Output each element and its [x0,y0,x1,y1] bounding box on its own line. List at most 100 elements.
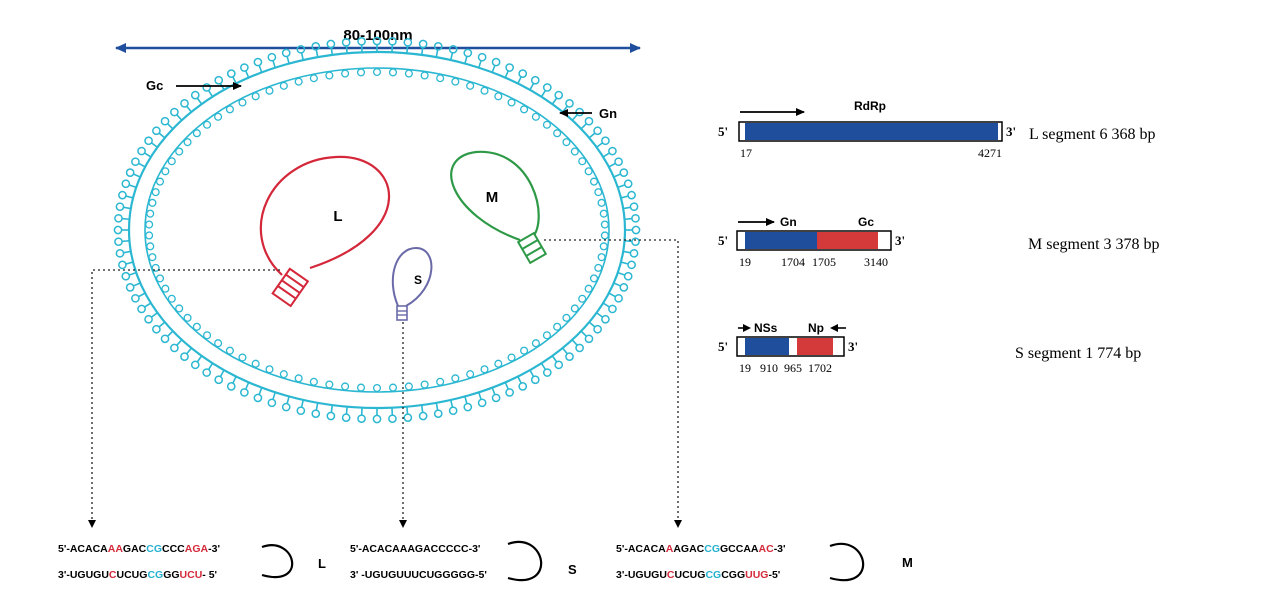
inner-membrane-loop [589,274,599,283]
inner-membrane-loop [145,220,154,229]
m-top-strand: 5'-ACACAAAGACCGGCCAAAC-3' [616,543,786,555]
inner-membrane-loop [325,380,334,389]
glycoprotein-spike-head [311,409,321,419]
inner-membrane-loop [531,339,540,348]
inner-membrane-loop [175,147,184,156]
glycoprotein-spike-head [505,63,514,72]
inner-membrane-loop [265,86,274,95]
l-rnp-loop: L [259,155,391,308]
glycoprotein-spike-head [518,69,528,78]
glycoprotein-spike-head [403,413,413,423]
glycoprotein-spike-head [125,283,135,292]
inner-membrane-loop [148,198,157,207]
glycoprotein-spike-head [226,382,236,391]
glycoprotein-spike-head [433,41,443,51]
inner-membrane-loop [148,253,157,262]
glycoprotein-spike-head [627,260,636,270]
glycoprotein-spike-head [448,406,458,416]
glycoprotein-spike-head [491,57,501,67]
inner-membrane-loop [203,331,212,340]
glycoprotein-spike-head [433,409,443,419]
glycoprotein-spike-head [584,116,594,126]
m-bottom-strand: 3'-UGUGUCUCUGCGCGGUUG-5' [616,569,780,581]
glycoprotein-spike-head [240,63,249,72]
glycoprotein-spike-head [180,99,189,108]
diameter-label: 80-100nm [343,27,412,44]
glycoprotein-spike-head [296,406,306,416]
inner-membrane-loop [507,98,516,107]
glycoprotein-spike-head [240,388,249,397]
inner-membrane-loop [309,377,318,386]
inner-membrane-loop [404,69,413,78]
inner-membrane-loop [167,157,176,166]
inner-membrane-loop [225,105,234,114]
inner-membrane-loop [251,359,260,368]
glycoprotein-spike-head [575,107,584,117]
s-bottom-strand: 3' -UGUGUUUCUGGGGG-5' [350,569,487,581]
inner-membrane-loop [520,346,529,355]
glycoprotein-spike-head [226,69,236,78]
glycoprotein-spike-head [518,382,528,391]
inner-membrane-loop [466,370,475,379]
inner-membrane-loop [404,382,413,391]
rdrp-label: RdRp [854,99,886,113]
inner-membrane-loop [341,69,350,78]
glycoprotein-spike-head [388,36,397,46]
glycoprotein-spike-head [601,136,610,146]
s-5prime: 5' [718,339,728,354]
inner-membrane-loop [356,383,366,392]
glycoprotein-spike-head [341,413,351,423]
glycoprotein-spike-head [137,304,146,314]
inner-membrane-loop [388,383,398,392]
glycoprotein-spike-head [160,334,170,344]
glycoprotein-spike-head [542,368,552,377]
inner-membrane-loop [594,263,603,272]
glycoprotein-spike-head [118,260,127,270]
inner-membrane-loop [279,370,288,379]
inner-membrane-loop [192,129,201,138]
glycoprotein-spike-head [311,41,321,51]
s-top-strand: 5'-ACACAAAGACCCCC-3' [350,543,480,555]
inner-membrane-loop [494,92,503,101]
glycoprotein-spike-head [267,398,277,408]
inner-membrane-loop [155,177,165,186]
inner-membrane-loop [155,274,165,283]
glycoprotein-spike-head [631,225,641,235]
glycoprotein-spike-head [115,248,125,258]
inner-membrane-loop [420,380,429,389]
glycoprotein-spike-head [631,237,640,247]
glycoprotein-spike-head [372,414,382,424]
glycoprotein-spike-head [554,360,564,370]
inner-membrane-loop [584,167,593,176]
inner-membrane-loop [589,177,599,186]
l-5prime: 5' [718,124,728,139]
inner-membrane-loop [562,313,571,322]
glycoprotein-spike-head [180,352,189,361]
glycoprotein-spike-head [326,39,336,49]
inner-membrane-loop [600,220,609,229]
m-pos-3140: 3140 [864,255,888,269]
l-pos-end: 4271 [978,146,1002,160]
inner-membrane-loop [161,284,170,293]
inner-membrane-loop [294,77,303,86]
inner-membrane-loop [466,81,475,90]
m-5prime: 5' [718,233,728,248]
glycoprotein-spike-head [623,179,633,189]
s-positions: 19 910 965 1702 [739,361,832,375]
inner-membrane-loop [203,120,212,129]
inner-membrane-loop [251,92,260,101]
m-pos-1705: 1705 [812,255,836,269]
inner-membrane-loop [151,263,160,272]
glycoprotein-spike-head [593,324,602,334]
glycoprotein-spike-head [608,146,617,156]
l-3prime: 3' [1006,124,1016,139]
glycoprotein-spike-head [296,44,306,54]
inner-membrane-loop [436,74,445,83]
inner-membrane-loop [494,359,503,368]
glycoprotein-spike-head [281,402,291,412]
inner-membrane-loop [356,68,366,77]
glycoprotein-spike-head [593,126,602,136]
inner-membrane-loop [225,346,234,355]
inner-membrane-loop [600,231,609,240]
inner-membrane-loop [279,81,288,90]
